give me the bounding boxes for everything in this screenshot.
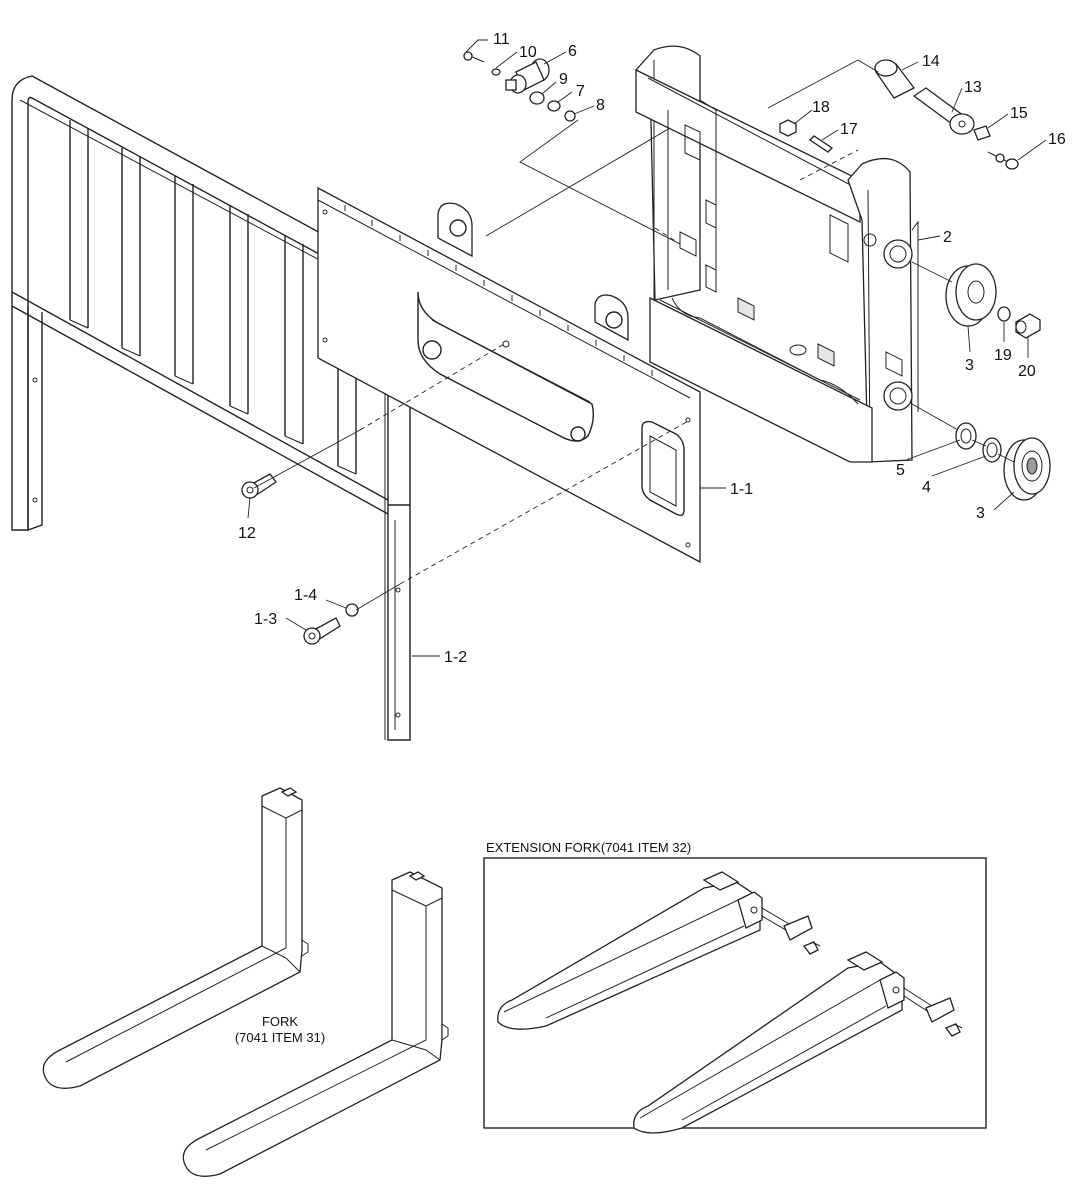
fork-left <box>42 787 309 1089</box>
shim-4 <box>982 437 1002 463</box>
callout-18: 18 <box>812 99 830 116</box>
roller-lower <box>1003 437 1051 501</box>
callout-12: 12 <box>238 525 256 542</box>
bushing-14 <box>874 59 915 99</box>
load-backrest <box>11 75 411 741</box>
callout-16: 16 <box>1048 131 1066 148</box>
nut-18 <box>779 119 797 137</box>
callout-17: 17 <box>840 121 858 138</box>
stud-17 <box>808 135 834 153</box>
callout-1-3: 1-3 <box>254 611 277 628</box>
callout-11: 11 <box>493 31 510 48</box>
bolt-11 <box>463 51 485 63</box>
callout-4: 4 <box>922 479 931 496</box>
bolt-15 <box>973 125 991 141</box>
extension-fork-frame <box>483 857 987 1129</box>
callout-labels: 11 10 6 9 7 8 14 13 15 16 18 17 2 3 19 2… <box>238 31 1066 666</box>
bolt-16 <box>987 151 1019 170</box>
callout-3-upper: 3 <box>965 357 974 374</box>
callout-13: 13 <box>964 79 982 96</box>
callout-8: 8 <box>596 97 605 114</box>
washer-10 <box>491 68 501 76</box>
extension-fork-upper <box>497 871 821 1030</box>
callout-15: 15 <box>1010 105 1028 122</box>
callout-10: 10 <box>519 44 537 61</box>
callout-9: 9 <box>559 71 568 88</box>
callout-7: 7 <box>576 83 585 100</box>
washer-1-4 <box>345 603 359 617</box>
callout-3-lower: 3 <box>976 505 985 522</box>
fork-right <box>182 871 449 1177</box>
callout-2: 2 <box>943 229 952 246</box>
bolt-12 <box>241 473 277 499</box>
callout-6: 6 <box>568 43 577 60</box>
callout-1-2: 1-2 <box>444 649 467 666</box>
callout-leaders <box>247 39 1047 657</box>
callout-1-1: 1-1 <box>730 481 753 498</box>
washer-8 <box>564 110 576 122</box>
carriage-plate <box>317 186 701 564</box>
fork-caption-item: (7041 ITEM 31) <box>235 1030 325 1045</box>
callout-20: 20 <box>1018 363 1036 380</box>
extension-fork-title: EXTENSION FORK(7041 ITEM 32) <box>486 840 691 855</box>
assembly-lines <box>253 59 1015 611</box>
washer-9 <box>529 91 545 105</box>
washer-19 <box>997 306 1011 322</box>
fork-caption-title: FORK <box>262 1014 298 1029</box>
stopper-6 <box>505 58 550 94</box>
extension-fork-lower <box>633 951 963 1134</box>
bolt-1-3 <box>303 617 341 645</box>
shim-5 <box>955 422 977 450</box>
callout-14: 14 <box>922 53 940 70</box>
mast-carriage <box>634 45 919 463</box>
callout-5: 5 <box>896 462 905 479</box>
pin-13 <box>912 87 975 135</box>
callout-19: 19 <box>994 347 1012 364</box>
washer-7 <box>547 100 561 112</box>
cap-20 <box>1015 313 1041 339</box>
roller-upper <box>945 263 997 327</box>
callout-1-4: 1-4 <box>294 587 317 604</box>
